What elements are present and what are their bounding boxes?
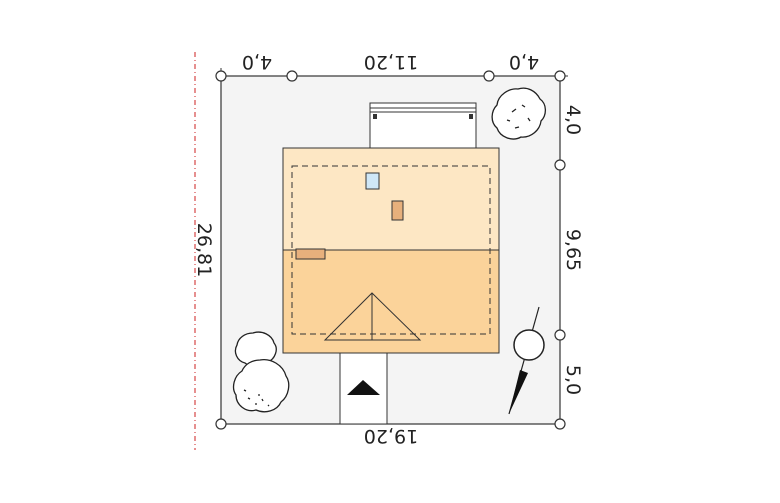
dim-bottom: 19,20 bbox=[364, 425, 418, 447]
dimension-nodes bbox=[215, 70, 566, 430]
tree-icon bbox=[491, 87, 547, 140]
tree-icon bbox=[232, 359, 290, 413]
skylight bbox=[365, 172, 380, 190]
roof-upper-slope bbox=[282, 147, 500, 251]
entrance-arrow-icon bbox=[347, 380, 380, 395]
dim-left: 26,81 bbox=[193, 223, 215, 277]
building-outline bbox=[291, 165, 491, 335]
dim-top-left: 4,0 bbox=[242, 51, 272, 73]
dim-right-top: 4,0 bbox=[562, 105, 584, 135]
house-roof bbox=[282, 147, 500, 354]
roof-lower-slope bbox=[282, 249, 500, 354]
terrace bbox=[369, 102, 477, 149]
entrance-path bbox=[339, 352, 388, 425]
dim-right-middle: 9,65 bbox=[562, 229, 584, 271]
dormer bbox=[323, 292, 422, 341]
chimney bbox=[391, 200, 404, 221]
chimney-vent bbox=[295, 248, 326, 260]
dim-top-middle: 11,20 bbox=[364, 51, 418, 73]
dim-top-right: 4,0 bbox=[509, 51, 539, 73]
dim-right-bottom: 5,0 bbox=[562, 365, 584, 395]
north-arrow-icon bbox=[508, 306, 545, 415]
